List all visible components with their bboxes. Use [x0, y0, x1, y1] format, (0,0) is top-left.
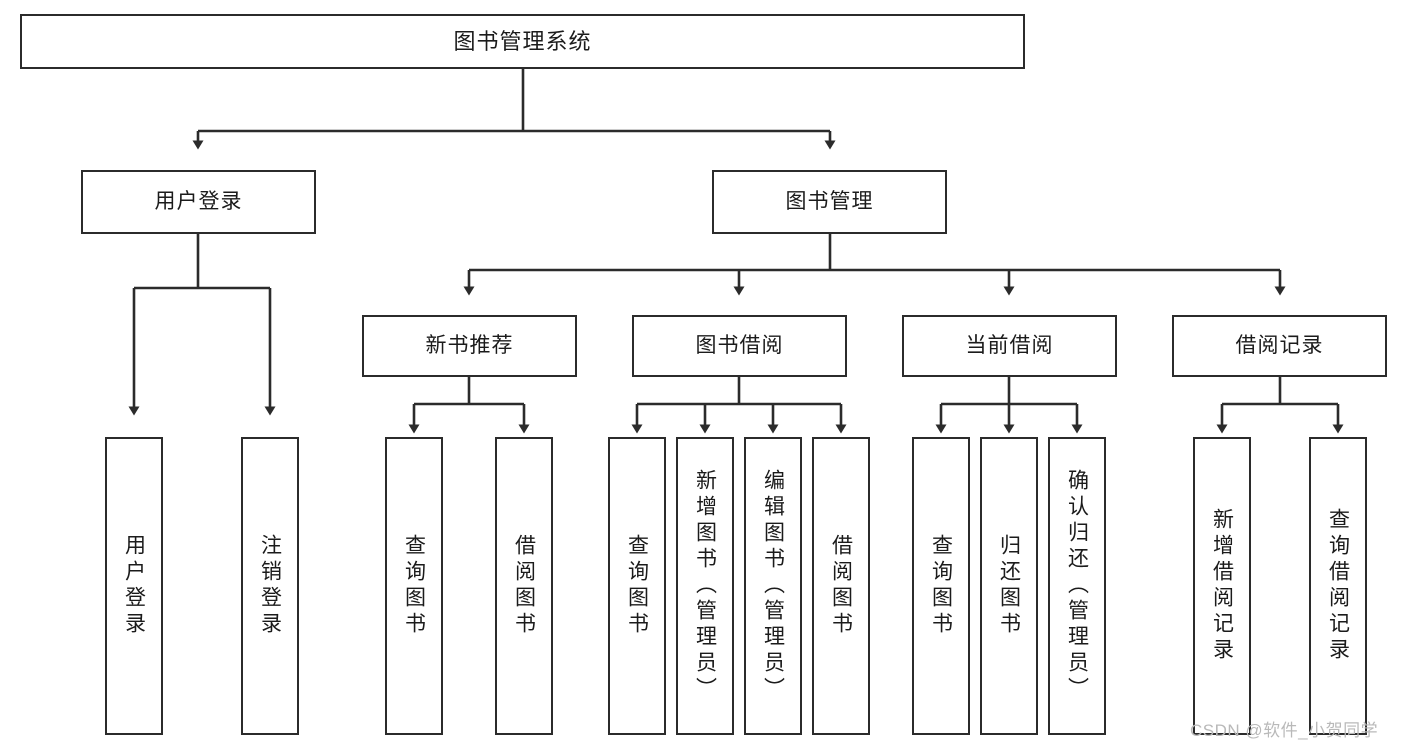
node-label: 用户登录: [154, 189, 243, 213]
node-leaf-query-book-recommend[interactable]: 查询图书: [385, 437, 443, 735]
node-label: 当前借阅: [965, 333, 1054, 357]
node-label: 图书管理系统: [453, 28, 592, 54]
node-leaf-return-book[interactable]: 归还图书: [980, 437, 1038, 735]
node-current-borrow[interactable]: 当前借阅: [902, 315, 1117, 377]
node-leaf-user-login[interactable]: 用户登录: [105, 437, 163, 735]
node-label: 查询图书: [625, 534, 649, 638]
node-borrow-record[interactable]: 借阅记录: [1172, 315, 1387, 377]
node-book-management-system[interactable]: 图书管理系统: [20, 14, 1025, 69]
node-leaf-user-logout[interactable]: 注销登录: [241, 437, 299, 735]
node-label: 注销登录: [258, 534, 282, 638]
node-label: 新增图书（管理员）: [693, 469, 717, 703]
node-user-login[interactable]: 用户登录: [81, 170, 316, 234]
node-leaf-borrow-book-recommend[interactable]: 借阅图书: [495, 437, 553, 735]
node-label: 图书管理: [785, 189, 874, 213]
node-label: 编辑图书（管理员）: [761, 469, 785, 703]
node-leaf-edit-book[interactable]: 编辑图书（管理员）: [744, 437, 802, 735]
node-book-manage[interactable]: 图书管理: [712, 170, 947, 234]
node-book-borrow[interactable]: 图书借阅: [632, 315, 847, 377]
node-label: 新书推荐: [425, 333, 514, 357]
node-leaf-query-borrow-record[interactable]: 查询借阅记录: [1309, 437, 1367, 735]
node-leaf-add-borrow-record[interactable]: 新增借阅记录: [1193, 437, 1251, 735]
node-label: 用户登录: [122, 534, 146, 638]
node-label: 借阅图书: [829, 534, 853, 638]
node-label: 查询借阅记录: [1326, 508, 1350, 664]
node-label: 新增借阅记录: [1210, 508, 1234, 664]
node-new-book-recommend[interactable]: 新书推荐: [362, 315, 577, 377]
node-label: 确认归还（管理员）: [1065, 469, 1089, 703]
node-leaf-query-book-borrow[interactable]: 查询图书: [608, 437, 666, 735]
node-leaf-add-book[interactable]: 新增图书（管理员）: [676, 437, 734, 735]
node-label: 查询图书: [929, 534, 953, 638]
node-leaf-confirm-return[interactable]: 确认归还（管理员）: [1048, 437, 1106, 735]
node-label: 图书借阅: [695, 333, 784, 357]
csdn-watermark: CSDN @软件_小贺同学: [1190, 721, 1379, 740]
node-label: 归还图书: [997, 534, 1021, 638]
node-leaf-query-book-current[interactable]: 查询图书: [912, 437, 970, 735]
node-label: 借阅记录: [1235, 333, 1324, 357]
node-label: 借阅图书: [512, 534, 536, 638]
node-label: 查询图书: [402, 534, 426, 638]
node-leaf-borrow-book[interactable]: 借阅图书: [812, 437, 870, 735]
